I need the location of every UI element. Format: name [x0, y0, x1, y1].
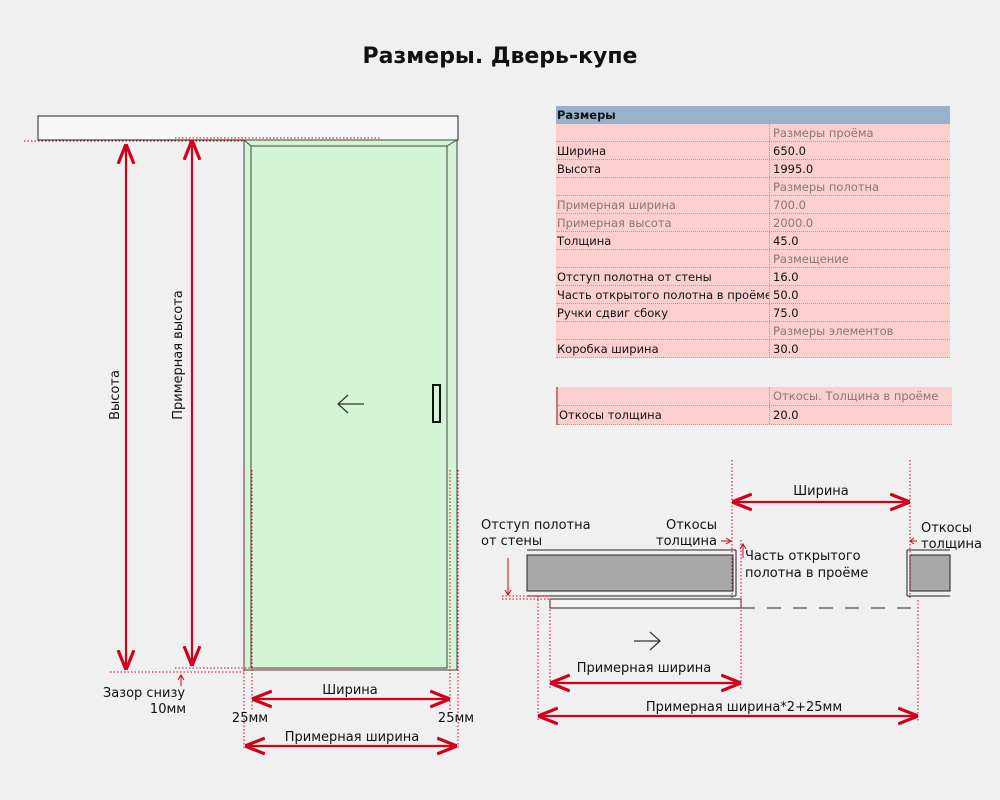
approx-width-label: Примерная ширина: [285, 730, 419, 745]
top-rail: [37, 115, 459, 141]
table-group-row[interactable]: Размеры элементов: [556, 322, 950, 340]
param-name: [558, 387, 770, 405]
param-name: Примерная высота: [556, 214, 770, 231]
page-title: Размеры. Дверь-купе: [362, 44, 638, 69]
param-value: 1995.0: [773, 162, 814, 176]
param-name: Ручки сдвиг сбоку: [556, 304, 770, 321]
param-value: 50.0: [773, 288, 799, 302]
param-value: 30.0: [773, 342, 799, 356]
table-group-row[interactable]: Размеры проёма: [556, 124, 950, 142]
param-name: [556, 250, 770, 267]
elevation-guides: [24, 137, 459, 750]
plan-approx-width-label: Примерная ширина: [577, 661, 711, 676]
param-value: 650.0: [773, 144, 806, 158]
left-25mm-label: 25мм: [232, 711, 268, 726]
param-value: 45.0: [773, 234, 799, 248]
gap-bottom-value: 10мм: [150, 702, 186, 717]
param-name: [556, 322, 770, 339]
param-value: 20.0: [773, 408, 799, 422]
param-name: Толщина: [556, 232, 770, 249]
reveal-right-label-line1: Откосы: [921, 521, 972, 536]
width-label: Ширина: [322, 683, 378, 698]
group-title: Размеры элементов: [773, 324, 894, 338]
group-title: Размеры полотна: [773, 180, 880, 194]
param-name: [556, 124, 770, 141]
param-name: Отступ полотна от стены: [556, 268, 770, 285]
group-title: Размеры проёма: [773, 126, 874, 140]
plan-dimensions: [538, 502, 918, 716]
param-name: Часть открытого полотна в проёме: [557, 286, 770, 303]
offset-label-line2: от стены: [481, 534, 542, 549]
height-label: Высота: [108, 370, 123, 420]
gap-bottom-label: Зазор снизу: [103, 686, 186, 701]
open-part-label-line1: Часть открытого: [745, 549, 861, 564]
elevation-dimensions: [126, 140, 457, 746]
gap-pointer: [177, 674, 185, 686]
param-value: 16.0: [773, 270, 799, 284]
param-name: Ширина: [556, 142, 770, 159]
slide-left-arrow-icon: [337, 394, 364, 414]
plan-walls: [526, 549, 951, 597]
table-header: Размеры: [556, 106, 950, 124]
reveal-right-label-line2: толщина: [921, 537, 982, 552]
table-group-row[interactable]: Размещение: [556, 250, 950, 268]
table-group-row[interactable]: Откосы. Толщина в проёме: [558, 387, 952, 406]
reveal-left-label-line1: Откосы: [666, 518, 717, 533]
approx-height-label: Примерная высота: [171, 290, 186, 420]
slide-right-arrow-icon: [634, 631, 661, 651]
param-name: [556, 178, 770, 195]
reveal-left-label-line2: толщина: [656, 534, 717, 549]
param-value: 2000.0: [773, 216, 814, 230]
group-title: Откосы. Толщина в проёме: [773, 389, 939, 403]
param-name: Коробка ширина: [556, 340, 770, 357]
offset-label-line1: Отступ полотна: [481, 518, 591, 533]
plan-guides: [502, 460, 919, 722]
plan-total-width-label: Примерная ширина*2+25мм: [646, 700, 842, 715]
right-25mm-label: 25мм: [438, 711, 474, 726]
group-title: Размещение: [773, 252, 849, 266]
param-value: 700.0: [773, 198, 806, 212]
param-name: Высота: [556, 160, 770, 177]
param-value: 75.0: [773, 306, 799, 320]
open-part-label-line2: полотна в проёме: [745, 566, 868, 581]
plan-pointers: [504, 537, 917, 596]
plan-door-leaf: [549, 598, 742, 609]
door-leaf: [243, 139, 458, 671]
plan-width-label: Ширина: [793, 484, 849, 499]
door-handle: [432, 384, 441, 423]
param-name: Примерная ширина: [556, 196, 770, 213]
table-group-row[interactable]: Размеры полотна: [556, 178, 950, 196]
param-name: Откосы толщина: [558, 406, 770, 424]
